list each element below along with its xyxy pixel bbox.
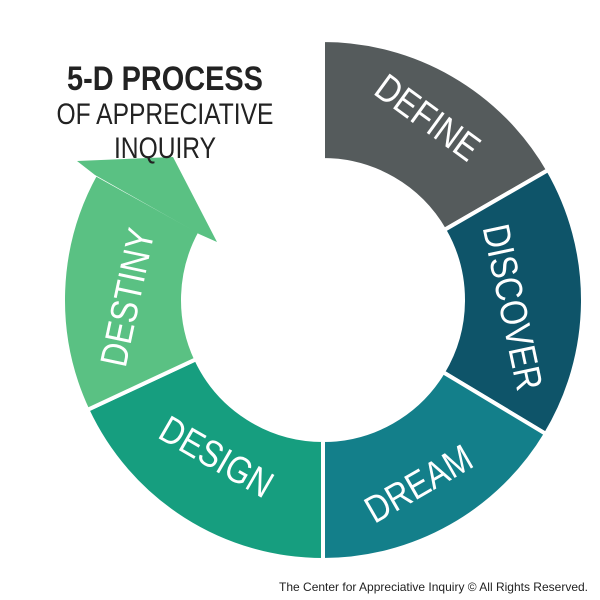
copyright-footer: The Center for Appreciative Inquiry © Al… — [279, 580, 588, 594]
destiny-arrowhead — [77, 157, 217, 242]
segment-define — [321, 37, 551, 233]
segment-dream — [321, 369, 549, 563]
diagram-subtitle: OF APPRECIATIVE INQUIRY — [56, 98, 274, 165]
segment-discover — [440, 167, 585, 437]
diagram-title: 5-D PROCESS — [67, 60, 263, 98]
segment-destiny — [61, 171, 204, 413]
segment-design — [84, 356, 325, 563]
